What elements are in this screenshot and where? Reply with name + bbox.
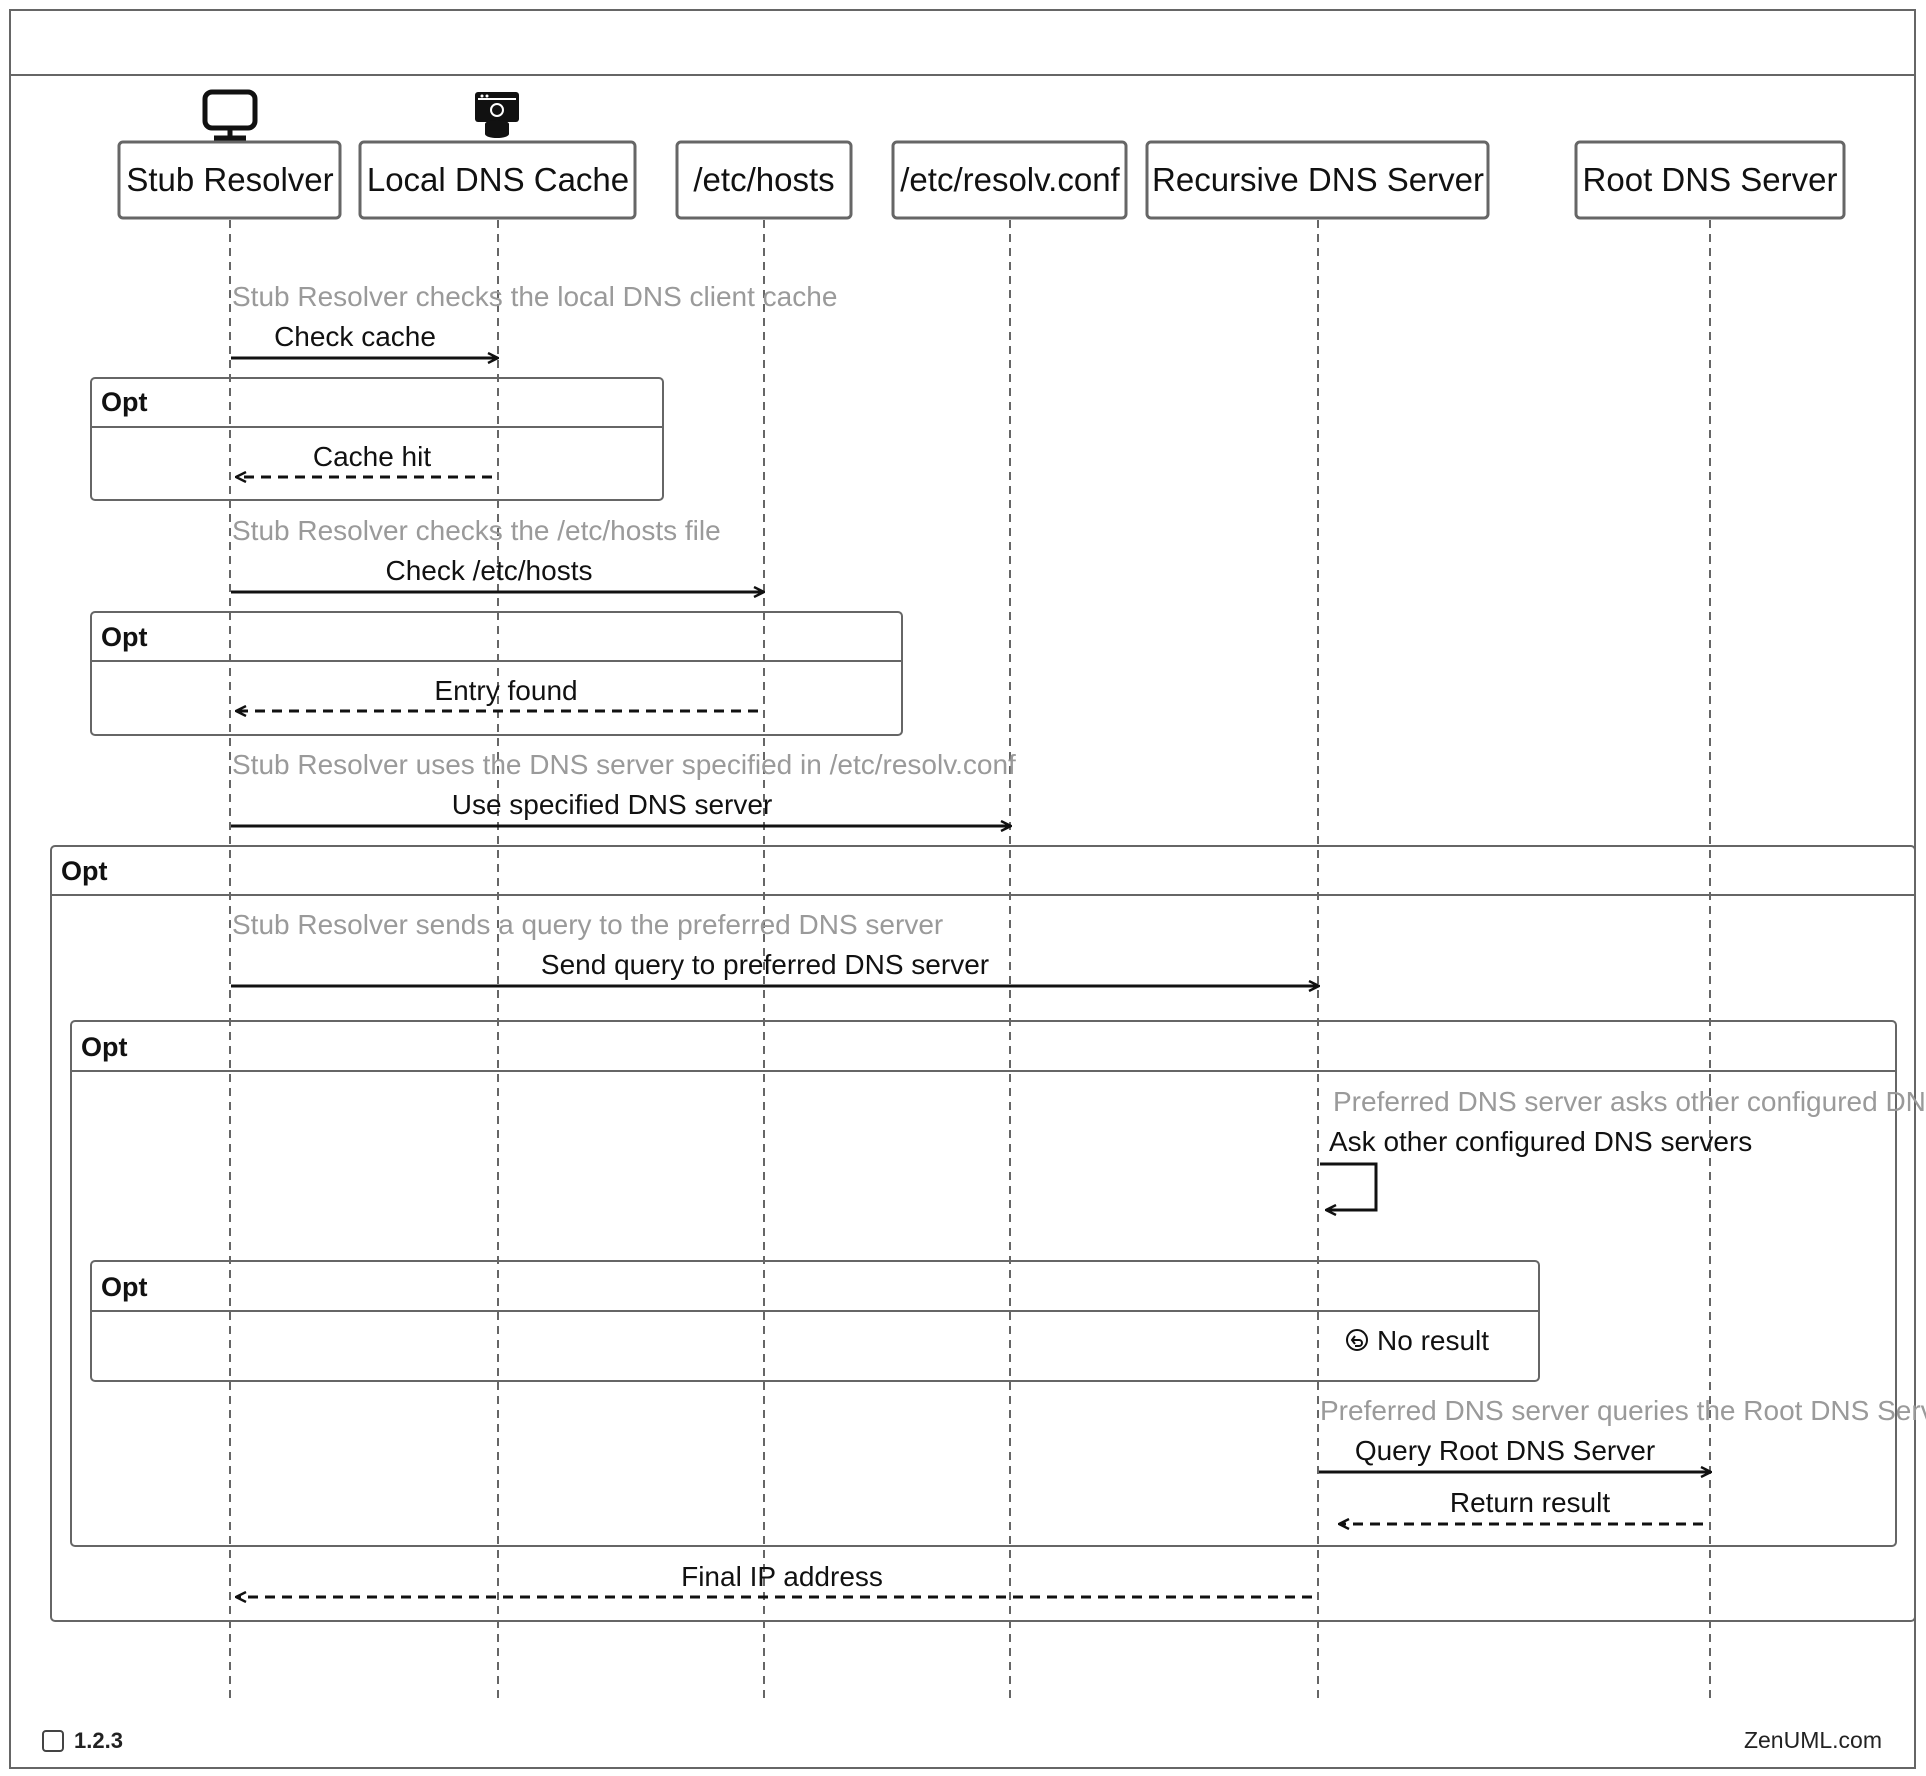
participant-cache[interactable]: Local DNS Cache [358, 140, 637, 220]
return-label: No result [1377, 1325, 1489, 1356]
fragment-label: Opt [101, 622, 148, 652]
fragment-label: Opt [101, 387, 148, 417]
participant-label: /etc/hosts [693, 161, 834, 198]
participant-root[interactable]: Root DNS Server [1574, 140, 1846, 220]
fragment-opt [50, 845, 1916, 1622]
message-return-result[interactable]: Return result [1339, 1487, 1703, 1524]
message-label: Check /etc/hosts [386, 555, 593, 586]
message-label: Cache hit [313, 441, 432, 472]
participant-label: Stub Resolver [126, 161, 333, 198]
message-use-dns-server[interactable]: Use specified DNS server [231, 789, 1011, 826]
message-send-query[interactable]: Send query to preferred DNS server [231, 949, 1319, 986]
message-comment: Preferred DNS server asks other configur… [1333, 1086, 1926, 1117]
fragment-opt [90, 611, 903, 736]
fragment-label: Opt [101, 1272, 148, 1302]
message-comment: Preferred DNS server queries the Root DN… [1320, 1395, 1926, 1426]
participant-recursive[interactable]: Recursive DNS Server [1145, 140, 1490, 220]
message-comment: Stub Resolver uses the DNS server specif… [232, 749, 1016, 780]
message-label: Entry found [434, 675, 577, 706]
participant-stub[interactable]: Stub Resolver [117, 140, 342, 220]
participant-label: Root DNS Server [1583, 161, 1838, 198]
participant-label: Local DNS Cache [367, 161, 629, 198]
message-label: Query Root DNS Server [1355, 1435, 1655, 1466]
participant-hosts[interactable]: /etc/hosts [675, 140, 853, 220]
diagram-frame [9, 9, 1916, 1769]
return-no-result: No result [1346, 1325, 1489, 1356]
fragment-opt [90, 1260, 1540, 1382]
participant-label: /etc/resolv.conf [900, 161, 1120, 198]
return-icon [1346, 1329, 1368, 1351]
monitor-icon [202, 89, 258, 141]
message-comment: Stub Resolver sends a query to the prefe… [232, 909, 943, 940]
message-comment: Stub Resolver checks the local DNS clien… [232, 281, 837, 312]
database-icon [475, 92, 519, 138]
version-label: 1.2.3 [74, 1728, 123, 1753]
version-checkbox[interactable] [42, 1730, 64, 1752]
fragment-opt [90, 377, 664, 501]
message-check-cache[interactable]: Check cache [231, 321, 498, 358]
message-entry-found[interactable]: Entry found [236, 675, 758, 711]
participant-resolv[interactable]: /etc/resolv.conf [891, 140, 1128, 220]
message-ask-other-servers[interactable]: Ask other configured DNS servers [1320, 1126, 1752, 1210]
message-query-root[interactable]: Query Root DNS Server [1319, 1435, 1711, 1472]
lifelines [229, 220, 1711, 1700]
participant-label: Recursive DNS Server [1152, 161, 1484, 198]
message-comment: Stub Resolver checks the /etc/hosts file [232, 515, 721, 546]
message-label: Check cache [274, 321, 436, 352]
message-label: Final IP address [681, 1561, 883, 1592]
message-label: Ask other configured DNS servers [1329, 1126, 1752, 1157]
brand-link[interactable]: ZenUML.com [1743, 1727, 1882, 1753]
fragment-label: Opt [81, 1032, 128, 1062]
message-check-hosts[interactable]: Check /etc/hosts [231, 555, 764, 592]
version-info: 1.2.3 [42, 1728, 123, 1754]
message-label: Return result [1450, 1487, 1611, 1518]
fragment-label: Opt [61, 856, 108, 886]
message-final-ip[interactable]: Final IP address [236, 1561, 1312, 1597]
message-label: Use specified DNS server [452, 789, 773, 820]
message-cache-hit[interactable]: Cache hit [236, 441, 492, 477]
fragment-opt [70, 1020, 1897, 1547]
message-label: Send query to preferred DNS server [541, 949, 989, 980]
